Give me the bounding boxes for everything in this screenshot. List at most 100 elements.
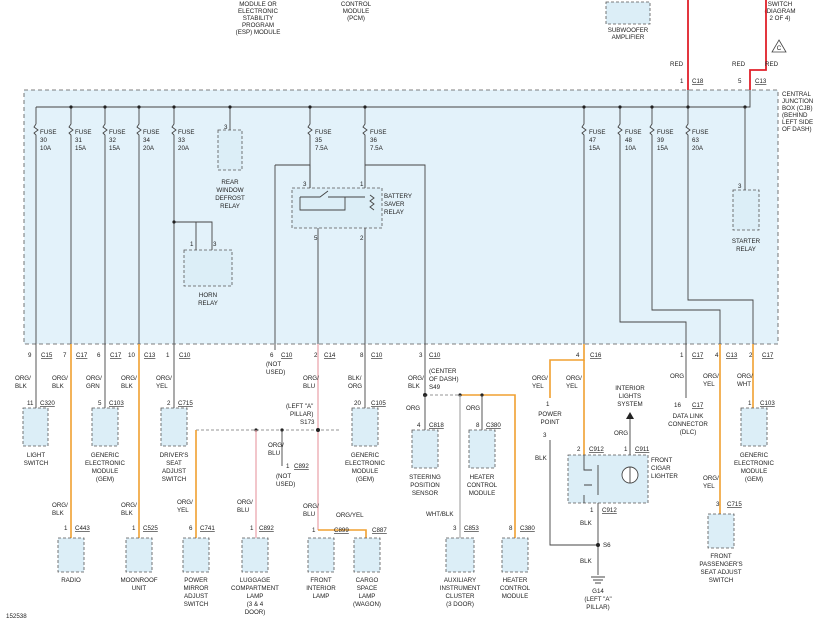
svg-text:WINDOW: WINDOW (216, 187, 243, 194)
svg-text:USED): USED) (276, 481, 295, 488)
svg-text:LIGHTER: LIGHTER (651, 473, 678, 480)
svg-text:MOONROOF: MOONROOF (120, 577, 157, 584)
svg-text:(GEM): (GEM) (96, 476, 114, 483)
svg-text:C17: C17 (110, 352, 122, 359)
svg-text:C17: C17 (76, 352, 88, 359)
fuse-30: FUSE 30 10A (33, 107, 57, 344)
horn-relay (183, 249, 233, 287)
svg-text:CONNECTOR: CONNECTOR (668, 421, 708, 428)
svg-text:REAR: REAR (221, 179, 239, 186)
pin-label: 1 (546, 401, 550, 408)
connector-c103: C103 (760, 400, 775, 407)
svg-text:35: 35 (315, 137, 322, 144)
svg-text:S173: S173 (300, 419, 315, 426)
svg-text:1: 1 (680, 352, 684, 359)
svg-text:LIGHTS: LIGHTS (619, 393, 641, 400)
svg-text:ADJUST: ADJUST (184, 593, 208, 600)
svg-text:SPACE: SPACE (357, 585, 378, 592)
svg-text:GENERIC: GENERIC (91, 452, 120, 459)
wire-color: BLU (303, 383, 315, 390)
wire-color-red: RED (732, 61, 746, 68)
drivers-seat-label: DRIVER'S SEAT ADJUST SWITCH (160, 452, 189, 483)
wire-color: WHT/BLK (426, 511, 454, 518)
pin-label: 1 (680, 78, 684, 85)
svg-text:C13: C13 (726, 352, 738, 359)
svg-text:DOOR): DOOR) (245, 609, 266, 616)
connector-c18: C18 (692, 78, 704, 85)
svg-text:SWITCH: SWITCH (162, 476, 186, 483)
pin-label: 1 (360, 181, 364, 188)
svg-text:INTERIOR: INTERIOR (615, 385, 645, 392)
wire-color: BLK (15, 383, 28, 390)
svg-text:(WAGON): (WAGON) (353, 601, 381, 608)
svg-text:7.5A: 7.5A (370, 145, 384, 152)
svg-text:INSTRUMENT: INSTRUMENT (440, 585, 481, 592)
svg-text:MODULE: MODULE (92, 468, 118, 475)
connector-c715: C715 (178, 400, 193, 407)
svg-text:HEATER: HEATER (470, 474, 495, 481)
diagram-id: 152538 (6, 613, 27, 620)
svg-text:SUBWOOFER: SUBWOOFER (608, 27, 649, 34)
svg-text:FRONT: FRONT (651, 457, 673, 464)
svg-text:CIGAR: CIGAR (651, 465, 671, 472)
svg-text:CONTROL: CONTROL (500, 585, 531, 592)
svg-text:8: 8 (360, 352, 364, 359)
generic-electronic-module-1 (91, 407, 119, 447)
svg-text:MODULE: MODULE (469, 490, 495, 497)
gem-2-label: GENERIC ELECTRONIC MODULE (GEM) (345, 452, 385, 483)
s173-splice-dot (316, 428, 320, 432)
svg-text:LAMP: LAMP (247, 593, 264, 600)
wire-color: BLK (580, 558, 593, 565)
heater-control-module-1 (468, 429, 496, 469)
svg-text:2: 2 (314, 352, 318, 359)
svg-text:DEFROST: DEFROST (215, 195, 245, 202)
not-used-label: (NOT USED) (266, 361, 285, 376)
wire-color: BLU (303, 511, 315, 518)
svg-text:RELAY: RELAY (384, 209, 404, 216)
heater-control-1-label: HEATER CONTROL MODULE (467, 474, 498, 497)
fuse-31: FUSE 31 15A (68, 107, 92, 344)
starter-relay-label: STARTER RELAY (732, 238, 761, 253)
wire-color-red: RED (765, 61, 779, 68)
connector-c818: C818 (429, 422, 444, 429)
pin-label: 5 (98, 400, 102, 407)
wire-color: ORG (614, 430, 628, 437)
wire-color: ORG/ (177, 499, 193, 506)
rear-window-defrost-relay (217, 129, 243, 171)
svg-text:SWITCH: SWITCH (184, 601, 208, 608)
cargo-space-lamp (353, 537, 381, 573)
svg-text:LIGHT: LIGHT (27, 452, 45, 459)
svg-text:CONTROL: CONTROL (467, 482, 498, 489)
wire-color: ORG (670, 373, 684, 380)
interior-lights-system-label: INTERIOR LIGHTS SYSTEM (615, 385, 645, 408)
red-wire-c13 (749, 0, 767, 90)
svg-text:(DLC): (DLC) (680, 429, 697, 436)
cigar-lighter-label: FRONT CIGAR LIGHTER (651, 457, 678, 480)
g14-label: G14 (LEFT "A" PILLAR) (584, 588, 611, 611)
svg-text:20A: 20A (143, 145, 155, 152)
pin-label: 6 (189, 525, 193, 532)
svg-text:(3 & 4: (3 & 4 (247, 601, 264, 608)
svg-text:SEAT: SEAT (166, 460, 182, 467)
svg-text:DRIVER'S: DRIVER'S (160, 452, 189, 459)
heater-control-2-label: HEATER CONTROL MODULE (500, 577, 531, 600)
svg-text:(LEFT "A": (LEFT "A" (286, 403, 313, 410)
fuse-34: FUSE 34 20A (136, 107, 160, 344)
pin-label: 1 (190, 241, 194, 248)
svg-text:RELAY: RELAY (736, 246, 756, 253)
fuse-39: FUSE 39 15A (649, 107, 721, 344)
svg-text:POWER: POWER (538, 411, 562, 418)
ground-icon (591, 576, 605, 584)
svg-text:STARTER: STARTER (732, 238, 761, 245)
svg-text:DATA LINK: DATA LINK (673, 413, 705, 420)
gem-1-label: GENERIC ELECTRONIC MODULE (GEM) (85, 452, 125, 483)
svg-text:MIRROR: MIRROR (183, 585, 209, 592)
svg-text:(CENTER: (CENTER (429, 368, 457, 375)
svg-text:PASSENGER'S: PASSENGER'S (699, 561, 742, 568)
svg-text:C16: C16 (590, 352, 602, 359)
svg-text:C17: C17 (762, 352, 774, 359)
svg-text:C14: C14 (324, 352, 336, 359)
battery-saver-relay (291, 187, 383, 229)
pin-label: 2 (577, 446, 581, 453)
